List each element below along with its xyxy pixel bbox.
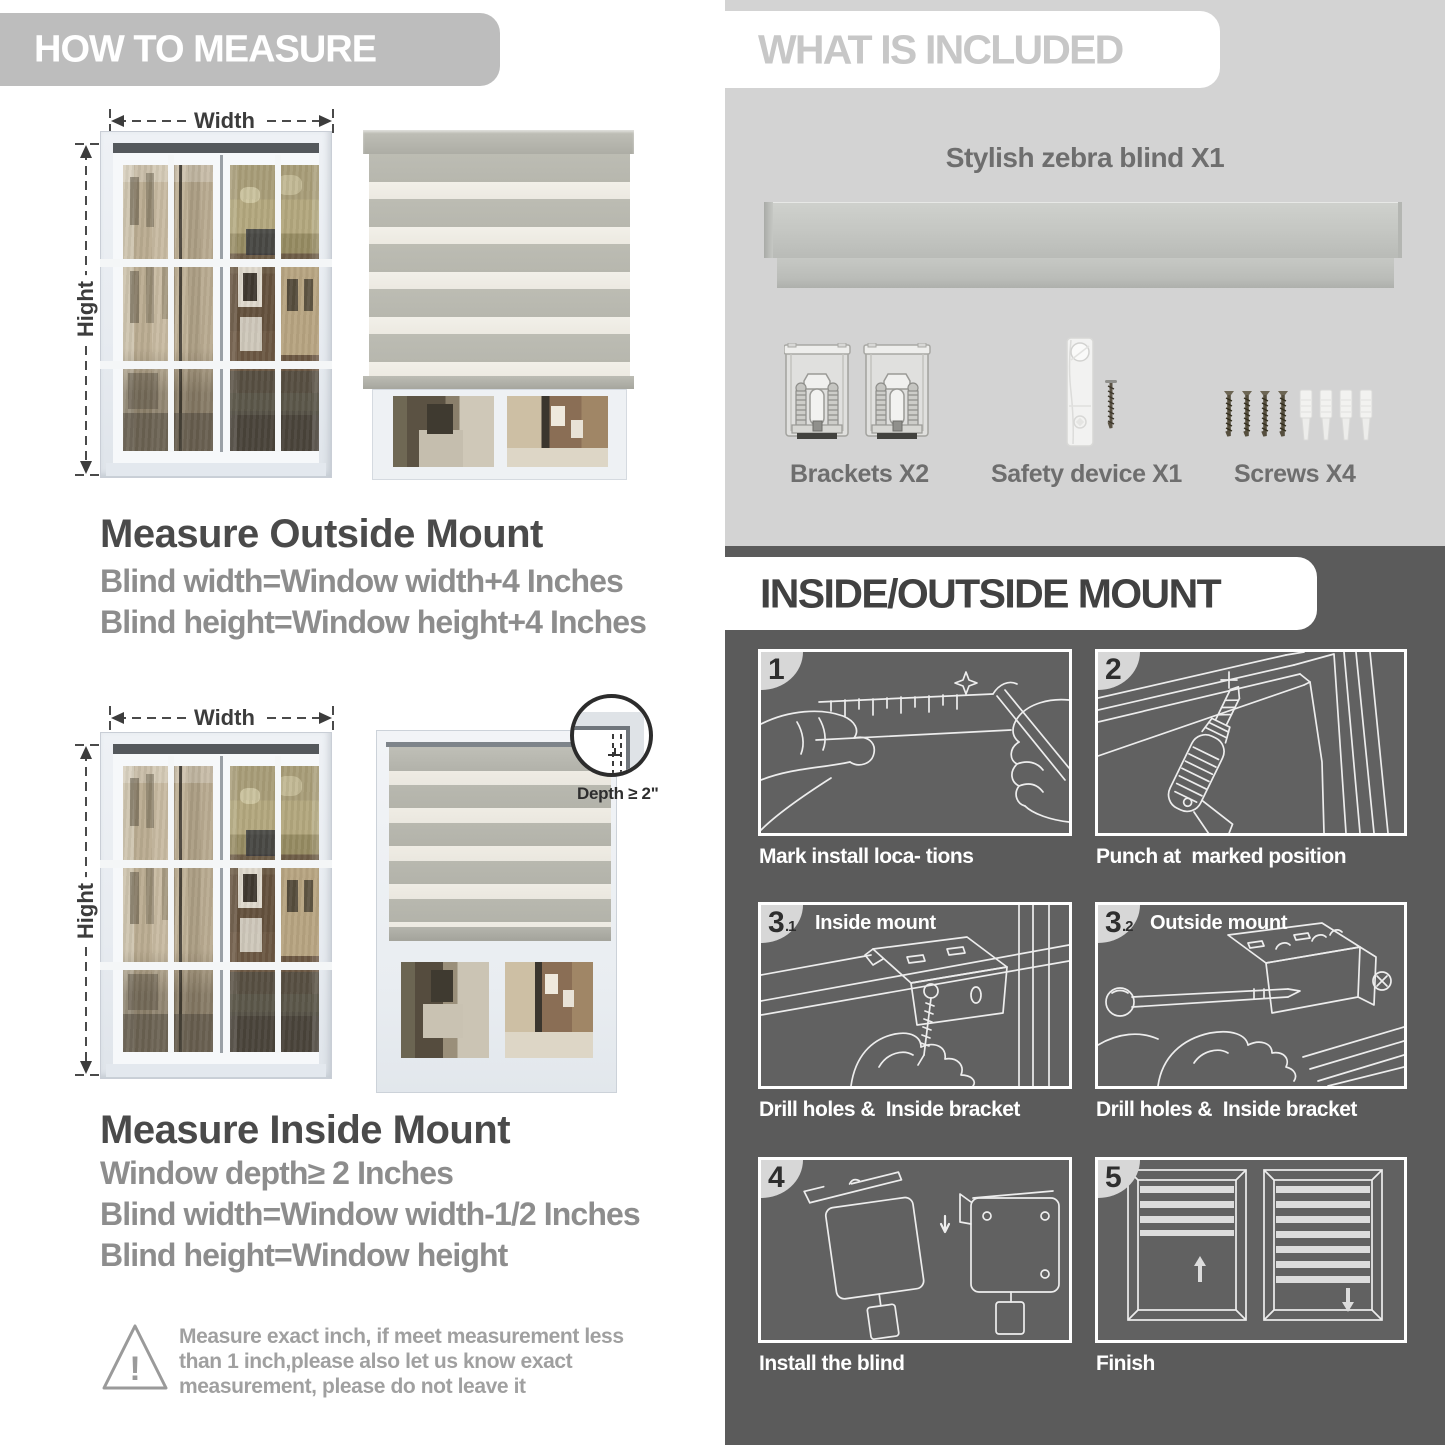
svg-text:!: ! [129,1350,140,1388]
